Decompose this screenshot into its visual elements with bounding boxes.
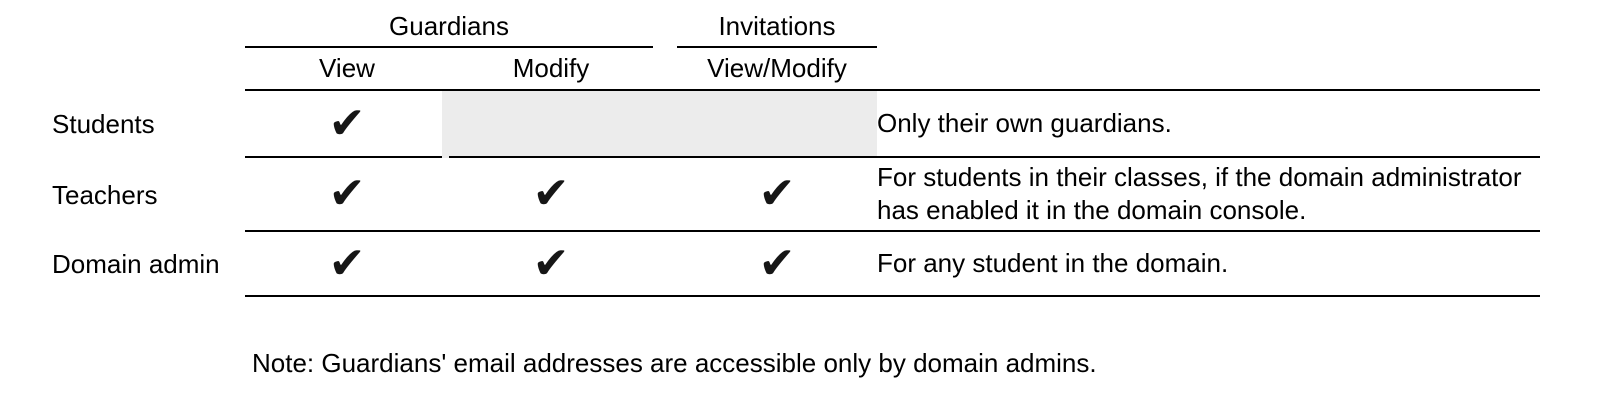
checkmark-icon: ✔ xyxy=(532,237,570,289)
cell-admin-view-modify: ✔ xyxy=(677,232,877,297)
column-group-guardians: Guardians xyxy=(245,0,653,48)
column-group-invitations-label: Invitations xyxy=(718,11,836,41)
note-students-text: Only their own guardians. xyxy=(877,108,1172,138)
note-domain-admin: For any student in the domain. xyxy=(877,232,1540,297)
row-label-students: Students xyxy=(52,109,155,139)
cell-students-view-modify-disabled xyxy=(677,91,877,158)
notes-header-spacer xyxy=(877,0,1540,48)
cell-teachers-modify: ✔ xyxy=(449,158,653,232)
note-teachers: For students in their classes, if the do… xyxy=(877,158,1540,232)
subheader-gap xyxy=(653,48,677,91)
checkmark-icon: ✔ xyxy=(328,237,366,289)
row-gap xyxy=(653,158,677,232)
subheader-notes-spacer xyxy=(877,48,1540,91)
col-header-view: View xyxy=(245,48,449,91)
note-students: Only their own guardians. xyxy=(877,91,1540,158)
cell-admin-modify: ✔ xyxy=(449,232,653,297)
note-teachers-text: For students in their classes, if the do… xyxy=(877,162,1522,225)
note-domain-admin-text: For any student in the domain. xyxy=(877,248,1229,278)
column-group-invitations: Invitations xyxy=(677,0,877,48)
cell-students-gap-disabled xyxy=(653,91,677,158)
checkmark-icon: ✔ xyxy=(532,168,570,219)
cell-admin-view: ✔ xyxy=(245,232,449,297)
cell-students-view: ✔ xyxy=(245,91,449,158)
col-header-modify: Modify xyxy=(449,48,653,91)
permissions-table: Guardians Invitations View Modify View/M… xyxy=(0,0,1540,297)
cell-students-modify-disabled xyxy=(449,91,653,158)
checkmark-icon: ✔ xyxy=(328,168,366,219)
column-gap xyxy=(653,0,677,48)
cell-teachers-view-modify: ✔ xyxy=(677,158,877,232)
checkmark-icon: ✔ xyxy=(758,237,796,289)
footnote: Note: Guardians' email addresses are acc… xyxy=(252,348,1097,378)
row-label-domain-admin: Domain admin xyxy=(52,249,220,279)
checkmark-icon: ✔ xyxy=(328,97,366,149)
checkmark-icon: ✔ xyxy=(758,168,796,219)
cell-teachers-view: ✔ xyxy=(245,158,449,232)
col-header-view-modify: View/Modify xyxy=(677,48,877,91)
row-label-teachers: Teachers xyxy=(52,179,158,210)
corner-spacer xyxy=(0,0,245,48)
subheader-spacer xyxy=(0,48,245,91)
column-group-guardians-label: Guardians xyxy=(389,11,509,41)
row-gap xyxy=(653,232,677,297)
